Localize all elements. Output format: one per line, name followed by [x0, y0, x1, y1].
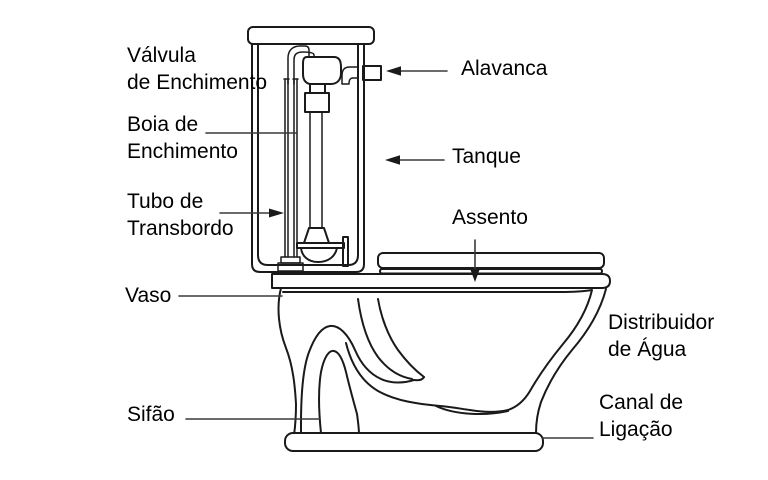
- label-tubo-de-transbordo: Tubo de Transbordo: [127, 190, 234, 240]
- basin-bottom: [345, 342, 471, 411]
- bowl-outer-wall: [535, 288, 607, 434]
- tank-wall-outer: [251, 43, 365, 273]
- siphon-inner-curve: [318, 349, 360, 436]
- seat-group: [271, 252, 611, 289]
- alavanca-arrowhead-icon: [386, 66, 401, 76]
- label-valvula-de-enchimento: Válvula de Enchimento: [127, 44, 268, 94]
- fill-valve-body: [304, 92, 330, 113]
- siphon-outer-curve: [300, 324, 415, 436]
- tank-group: [247, 26, 382, 273]
- bowl-inner-wall: [282, 289, 593, 413]
- refill-tube-outer: [287, 45, 310, 85]
- arrowheads: [269, 66, 480, 282]
- leader-lines: [178, 70, 594, 439]
- refill-tube-inner: [293, 51, 315, 85]
- bowl-rear-wall: [277, 287, 297, 436]
- label-distribuidor-de-agua: Distribuidor de Água: [608, 311, 715, 361]
- label-assento: Assento: [452, 206, 528, 229]
- label-alavanca: Alavanca: [461, 57, 548, 80]
- flush-valve-rod: [342, 236, 349, 267]
- flush-channel-tip: [413, 376, 425, 382]
- sump-arc: [435, 405, 509, 415]
- fill-valve-float: [302, 56, 342, 85]
- flush-valve-cup: [300, 247, 338, 263]
- label-tanque: Tanque: [452, 145, 521, 168]
- label-boia-de-enchimento: Boia de Enchimento: [127, 113, 238, 163]
- assento-arrowhead-icon: [470, 269, 480, 282]
- flush-channel-right: [377, 298, 425, 378]
- tanque-arrowhead-icon: [385, 155, 400, 165]
- base-plinth: [284, 432, 544, 452]
- flush-channel-left: [357, 298, 413, 380]
- bowl-rim: [271, 273, 611, 289]
- tank-lid: [247, 26, 375, 45]
- label-sifao: Sifão: [127, 403, 175, 426]
- label-canal-de-ligacao: Canal de Ligação: [599, 391, 684, 441]
- label-vaso: Vaso: [125, 284, 172, 307]
- fill-valve-neck: [309, 83, 326, 94]
- flush-handle: [362, 65, 382, 81]
- bowl-group: [277, 287, 607, 452]
- flush-valve: [303, 227, 330, 244]
- trip-lever: [341, 66, 359, 85]
- fill-valve-shaft: [309, 111, 323, 229]
- seat: [379, 268, 603, 275]
- tubo-arrowhead-icon: [269, 208, 284, 218]
- tank-wall-inner: [257, 43, 359, 266]
- seat-lid: [377, 252, 605, 269]
